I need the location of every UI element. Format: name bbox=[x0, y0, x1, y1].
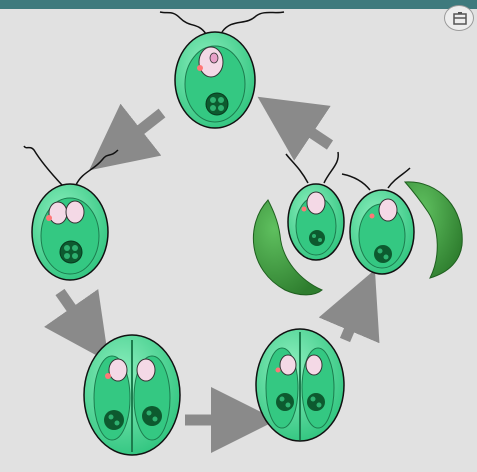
flagellum bbox=[75, 149, 119, 186]
nucleus bbox=[305, 354, 323, 376]
cycle-arrows bbox=[44, 96, 380, 453]
pyrenoid bbox=[104, 410, 124, 430]
window-toggle-icon[interactable] bbox=[444, 5, 474, 31]
flagellum bbox=[159, 11, 207, 35]
stage-cell-growing bbox=[23, 145, 119, 281]
pyrenoid bbox=[309, 230, 325, 246]
nucleus bbox=[378, 198, 398, 222]
flagellum bbox=[285, 153, 309, 184]
nucleolus bbox=[209, 52, 219, 64]
header-bar bbox=[0, 0, 477, 9]
nucleus bbox=[65, 200, 85, 224]
eyespot bbox=[197, 65, 203, 71]
eyespot bbox=[275, 367, 281, 373]
flagellum bbox=[23, 145, 63, 186]
nucleus bbox=[108, 358, 128, 382]
pyrenoid bbox=[142, 406, 162, 426]
stage-second-division bbox=[255, 328, 345, 442]
stage-daughter-release bbox=[252, 151, 463, 296]
stage-mature-flagellate bbox=[159, 11, 285, 129]
pyrenoid bbox=[374, 245, 392, 263]
pyrenoid bbox=[59, 240, 83, 264]
nucleus bbox=[279, 354, 297, 376]
pyrenoid bbox=[205, 92, 229, 116]
flagellum bbox=[387, 167, 411, 189]
arrow-bottom-right-to-right bbox=[318, 269, 380, 344]
stage-first-division bbox=[83, 334, 181, 456]
wall-fragment-right bbox=[403, 181, 463, 279]
eyespot bbox=[301, 206, 307, 212]
pyrenoid bbox=[276, 393, 294, 411]
nucleus bbox=[198, 46, 224, 78]
nucleus bbox=[136, 358, 156, 382]
eyespot bbox=[105, 373, 111, 379]
flagellum bbox=[221, 11, 285, 33]
arrow-top-to-left bbox=[89, 103, 166, 171]
arrow-left-to-bottom-left bbox=[44, 288, 109, 363]
flagellum bbox=[341, 173, 371, 191]
arrow-right-to-top bbox=[257, 96, 334, 161]
nucleus bbox=[306, 191, 326, 215]
pyrenoid bbox=[307, 393, 325, 411]
eyespot bbox=[369, 213, 375, 219]
nucleus bbox=[48, 201, 68, 225]
eyespot bbox=[46, 215, 52, 221]
flagellum bbox=[323, 151, 339, 184]
window-toggle-glyph bbox=[453, 12, 467, 25]
wall-fragment-left bbox=[252, 199, 323, 296]
